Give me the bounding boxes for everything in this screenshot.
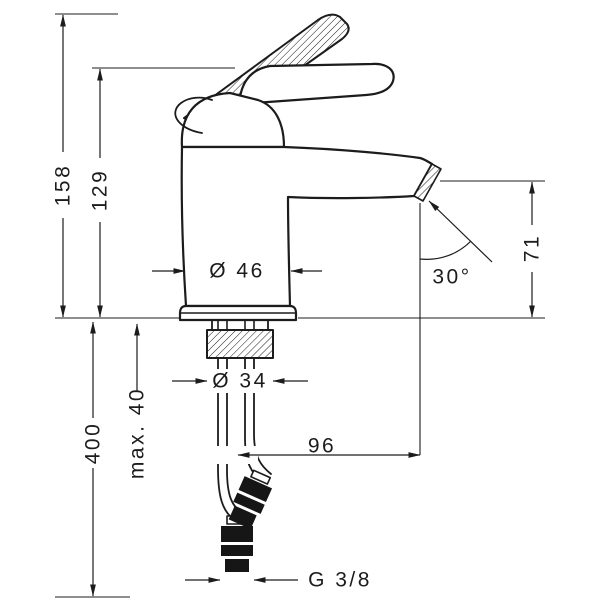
label-body-diameter: Ø 46	[209, 260, 265, 283]
supply-pipe-stubs	[217, 319, 255, 331]
aerator	[413, 163, 442, 202]
label-hose-length: 400	[82, 422, 105, 465]
label-spray-angle: 30°	[432, 266, 471, 289]
faucet-body-spout	[180, 145, 434, 308]
label-max-thickness: max. 40	[126, 387, 149, 479]
label-shank-diameter: Ø 34	[212, 370, 268, 393]
label-body-height: 129	[89, 169, 112, 212]
dimension-annotations	[55, 13, 545, 598]
label-outlet-height: 71	[521, 234, 544, 262]
label-spout-reach: 96	[308, 435, 336, 458]
extension-lines	[55, 13, 545, 598]
spray-angle-leader	[428, 200, 493, 263]
faucet-outline	[174, 13, 442, 572]
label-thread: G 3/8	[308, 569, 372, 592]
hose-break-mask-reach	[212, 446, 258, 464]
lever-hinge	[174, 96, 213, 134]
hose-break-mask-diameter	[208, 369, 272, 393]
mounting-nut	[206, 329, 274, 359]
label-total-height: 158	[52, 164, 75, 207]
handle-cap	[180, 91, 286, 149]
spray-angle-arc	[419, 240, 472, 260]
hose-connector-right	[228, 469, 273, 530]
lever-rest	[238, 62, 395, 105]
